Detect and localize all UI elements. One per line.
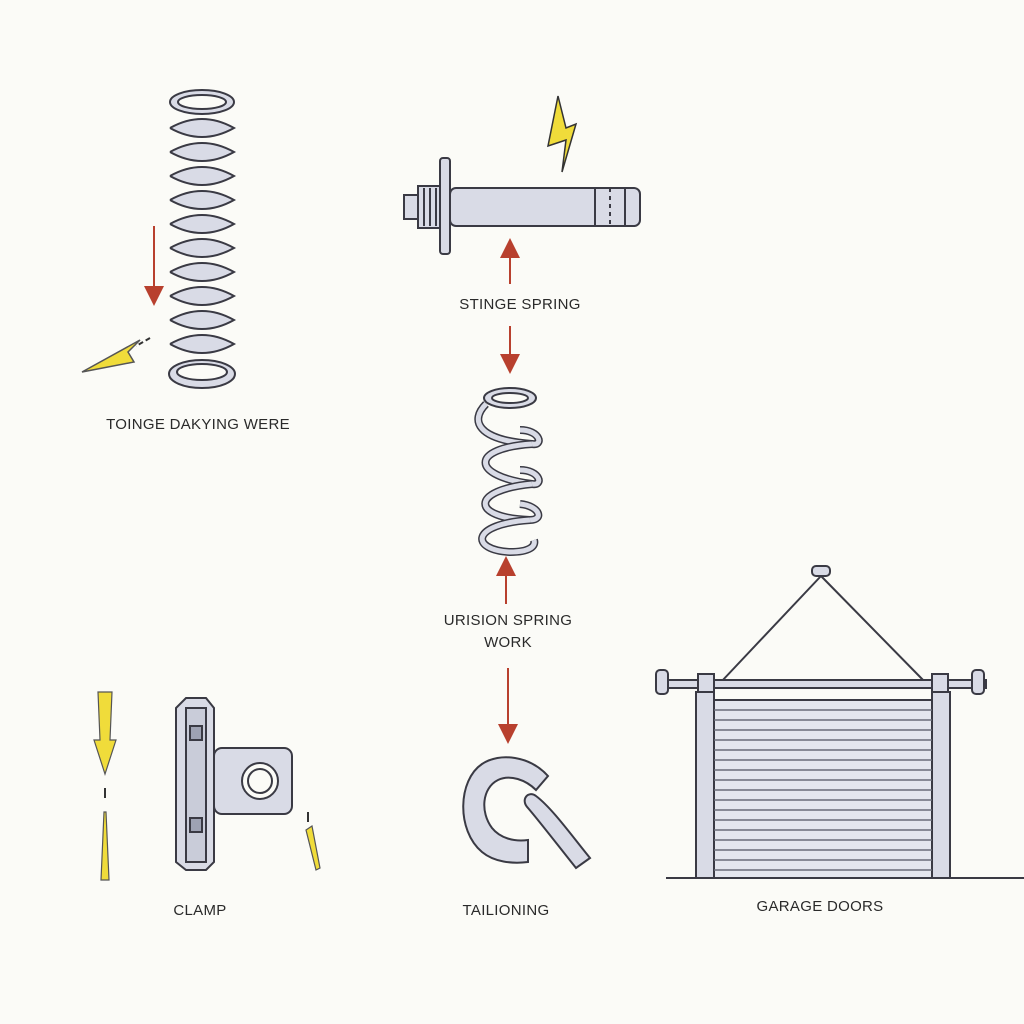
tailioning-label: TAILIONING: [462, 902, 550, 919]
hook-icon: [462, 756, 592, 870]
clamp-bracket-icon: [175, 697, 293, 871]
pointer-arrow-icon: [81, 337, 151, 373]
lightning-icon: [547, 95, 578, 173]
extension-spring-label-line2: WORK: [484, 634, 532, 651]
shaft-icon: [403, 157, 641, 255]
garage-doors-label: GARAGE DOORS: [756, 898, 884, 915]
extension-spring-label-line1: URISION SPRING: [443, 612, 573, 629]
torsion-spring-caption: TOINGE DAKYING WERE: [106, 416, 290, 433]
clamp-arrows: [93, 691, 321, 881]
torsion-spring-icon: [168, 89, 237, 389]
garage-door-icon: [655, 565, 1024, 879]
extension-spring-icon: [474, 387, 543, 557]
clamp-label: CLAMP: [173, 902, 227, 919]
stinge-spring-label: STINGE SPRING: [459, 296, 581, 313]
